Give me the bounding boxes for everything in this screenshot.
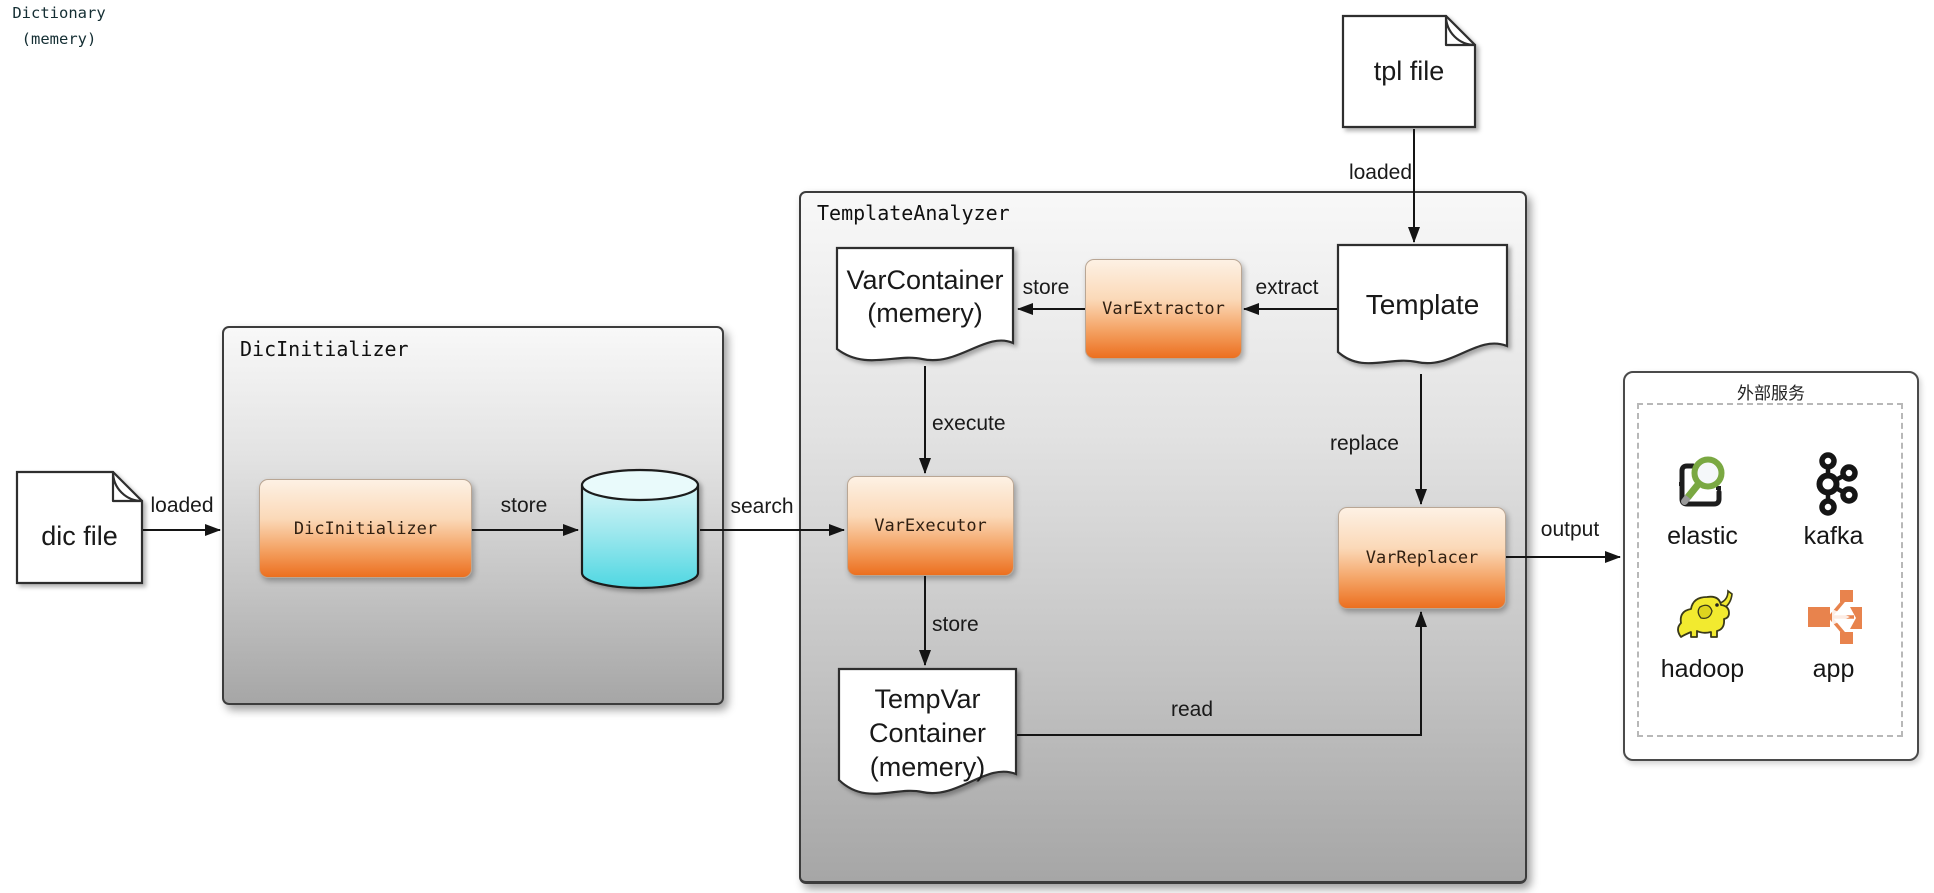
group-title-dic-initializer: DicInitializer (240, 337, 409, 361)
group-title-template-analyzer: TemplateAnalyzer (817, 201, 1010, 225)
service-app-label: app (1812, 655, 1855, 683)
dictionary-line1: Dictionary (12, 4, 106, 22)
external-services-title: 外部服务 (1737, 384, 1805, 403)
service-elastic-label: elastic (1667, 522, 1738, 550)
node-var-executor-label: VarExecutor (874, 516, 987, 536)
hadoop-elephant-icon (1676, 589, 1733, 638)
node-var-executor: VarExecutor (847, 476, 1014, 576)
edge-label-temp-store: store (932, 613, 979, 636)
service-hadoop-label: hadoop (1660, 655, 1745, 683)
dictionary-cylinder-label: Dictionary (memery) (0, 0, 118, 52)
edge-label-output: output (1540, 518, 1600, 541)
var-container-label: VarContainer (memery) (836, 264, 1014, 330)
tempvar-line2: Container (868, 718, 987, 748)
template-label: Template (1365, 289, 1480, 320)
node-var-replacer: VarReplacer (1338, 507, 1506, 609)
node-var-extractor-label: VarExtractor (1102, 299, 1225, 319)
edge-label-extract: extract (1255, 276, 1319, 299)
edge-label-search: search (730, 495, 794, 518)
service-hadoop: hadoop (1661, 585, 1744, 684)
service-kafka-label: kafka (1803, 522, 1864, 550)
tempvar-container-label: TempVar Container (memery) (838, 682, 1017, 784)
dictionary-line2: (memery) (21, 30, 97, 48)
node-dic-initializer: DicInitializer (259, 479, 472, 578)
edge-label-dic-store: store (500, 494, 548, 517)
var-container-line2: (memery) (867, 298, 983, 328)
elasticsearch-icon (1678, 456, 1724, 507)
var-container-line1: VarContainer (846, 265, 1004, 295)
edge-label-tpl-loaded: loaded (1348, 161, 1412, 184)
service-elastic: elastic (1667, 452, 1738, 551)
tempvar-line1: TempVar (874, 684, 981, 714)
edge-label-execute: execute (932, 412, 1006, 435)
tpl-file-label: tpl file (1373, 56, 1445, 86)
external-services-panel: 外部服务 elastic (1623, 371, 1919, 761)
kafka-icon (1816, 452, 1858, 516)
edge-label-replace: replace (1330, 432, 1399, 455)
service-app: app (1802, 585, 1866, 684)
node-dic-initializer-label: DicInitializer (293, 518, 438, 539)
app-icon (1807, 590, 1862, 644)
service-kafka: kafka (1802, 452, 1866, 551)
edge-label-read: read (1170, 698, 1214, 721)
node-var-replacer-label: VarReplacer (1365, 548, 1479, 568)
edge-label-var-store: store (1022, 276, 1070, 299)
tempvar-line3: (memery) (869, 752, 986, 782)
external-services-dashed-border (1637, 403, 1903, 737)
node-var-extractor: VarExtractor (1085, 259, 1242, 359)
external-services-grid: elastic kafka (1637, 403, 1899, 733)
dic-file-label: dic file (41, 521, 118, 551)
edge-label-dic-loaded: loaded (150, 494, 214, 517)
